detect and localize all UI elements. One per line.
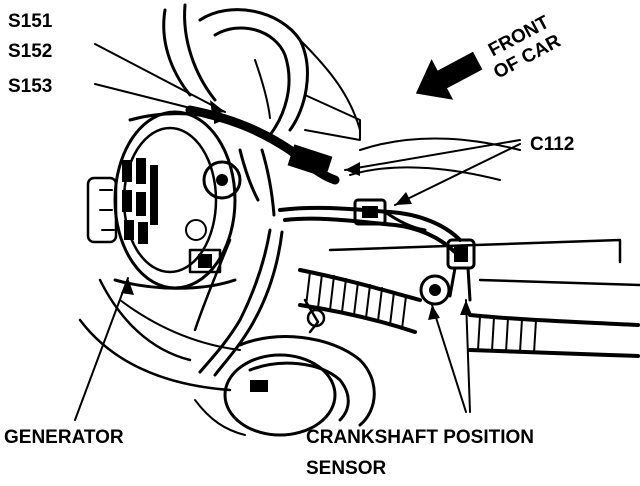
s152-arrowhead xyxy=(210,100,225,114)
c112-leader-lower xyxy=(394,143,521,206)
generator-leader xyxy=(74,277,129,421)
label-sensor-line2: SENSOR xyxy=(306,458,387,479)
label-s153: S153 xyxy=(8,76,52,97)
c112-connector xyxy=(353,198,427,232)
label-s151: S151 xyxy=(8,11,53,32)
corrugated-hose xyxy=(298,268,640,358)
s153-leader xyxy=(94,83,231,119)
crankshaft-sensor xyxy=(419,238,476,306)
label-sensor-line1: CRANKSHAFT POSITION xyxy=(306,427,534,448)
arrow-left-icon xyxy=(415,51,483,100)
wiring-harness xyxy=(185,105,462,377)
sensor-arrowhead-right xyxy=(460,300,472,315)
leader-lines xyxy=(74,43,521,421)
sensor-leader-left xyxy=(431,304,467,413)
label-s152: S152 xyxy=(8,41,52,62)
c112-leader-upper xyxy=(344,139,521,171)
label-c112: C112 xyxy=(530,134,574,155)
label-front-of-car: FRONT OF CAR xyxy=(485,12,564,84)
label-generator: GENERATOR xyxy=(4,427,124,448)
generator-vents xyxy=(122,158,158,244)
generator-arrowhead xyxy=(121,278,134,295)
s153-arrowhead xyxy=(214,110,230,124)
generator-unit xyxy=(86,110,242,290)
engine-frame xyxy=(78,137,640,437)
sensor-arrowhead-left xyxy=(428,305,440,320)
c112-arrowhead-upper xyxy=(345,162,360,176)
c112-arrowhead-lower xyxy=(395,192,412,205)
upper-hose xyxy=(162,3,361,141)
sensor-leader-right xyxy=(465,299,471,413)
arrowheads xyxy=(121,100,472,320)
s152-leader xyxy=(94,43,226,113)
